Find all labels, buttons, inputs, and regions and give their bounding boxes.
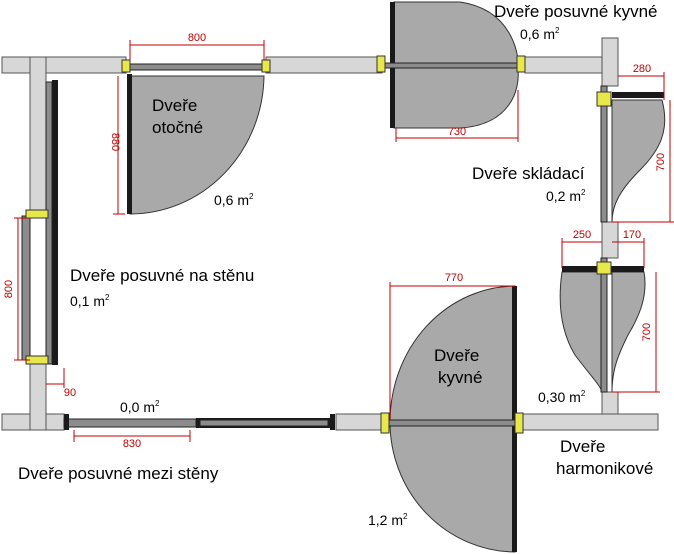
harmonikove-width-left-label: 250 [573,229,591,241]
walls [1,37,659,431]
otocne-hinge-right [261,59,271,73]
kyvne-rail [387,419,519,427]
mezi-steny-stop-left [64,414,69,430]
otocne-height-label: 880 [109,133,121,151]
posuvne-kyvne-rail [381,62,525,69]
posuvne-kyvne-area-label: 0,6 m2 [520,26,560,42]
otocne-hinge-left [121,59,131,73]
harmonikove-hinge [596,261,612,275]
door-skladaci: 280 700 Dveře skládací 0,2 m2 [472,63,674,223]
door-harmonikove: 250 170 700 0,30 m2 Dveře harmonikové [538,229,660,478]
skladaci-title: Dveře skládací [472,164,585,183]
otocne-title-line1: Dveře [152,96,197,115]
posuvne-kyvne-width-label: 730 [448,126,466,138]
harmonikove-width-right-label: 170 [623,229,641,241]
otocne-frame-rail [125,63,267,71]
door-posuvne-na-stenu: 800 90 Dveře posuvné na stěnu 0,1 m2 [3,80,254,399]
harmonikove-swing-right [611,271,646,393]
na-stenu-panel [45,81,53,365]
kyvne-title-line1: Dveře [434,346,479,365]
skladaci-hinge [596,91,612,107]
posuvne-kyvne-hinge-left [376,55,386,73]
mezi-steny-area-label: 0,0 m2 [120,399,160,415]
otocne-area-label: 0,6 m2 [214,192,254,208]
wall-right-upper [601,37,619,87]
wall-left-lower [29,359,47,431]
skladaci-track [600,85,608,223]
skladaci-swing-area [611,99,666,223]
na-stenu-hinge-top [25,209,49,219]
kyvne-area-label: 1,2 m2 [368,512,408,528]
harmonikove-swing-left [559,271,603,393]
kyvne-title-line2: kyvné [438,368,482,387]
na-stenu-title: Dveře posuvné na stěnu [70,266,254,285]
na-stenu-offset-label: 90 [64,387,76,399]
wall-right-middle [601,221,619,259]
wall-top-middle [265,56,383,74]
na-stenu-door-leaf [52,80,58,365]
door-otocne: 800 880 Dveře otočné 0,6 m2 [109,32,271,215]
kyvne-hinge-left [380,412,390,434]
kyvne-width-label: 770 [445,272,463,284]
wall-top-left [1,56,127,74]
skladaci-width-label: 280 [633,63,651,75]
harmonikove-title-line2: harmonikové [556,459,653,478]
posuvne-kyvne-title: Dveře posuvné kyvné [494,2,657,21]
wall-top-right [524,56,603,74]
otocne-width-label: 800 [188,32,206,44]
mezi-steny-width-label: 830 [123,438,141,450]
na-stenu-height-label: 800 [3,280,15,298]
skladaci-area-label: 0,2 m2 [546,188,586,204]
na-stenu-area-label: 0,1 m2 [70,293,110,309]
harmonikove-title-line1: Dveře [560,437,605,456]
mezi-steny-title: Dveře posuvné mezi stěny [18,464,219,483]
kyvne-swing-area [389,285,516,553]
wall-bottom-right [521,413,659,431]
kyvne-hinge-right [514,412,524,434]
posuvne-kyvne-hinge-right [516,55,526,73]
harmonikove-track [600,257,608,393]
harmonikove-height-label: 700 [641,323,653,341]
mezi-steny-leaf-right-inner [199,419,329,427]
harmonikove-area-label: 0,30 m2 [538,389,586,405]
na-stenu-track [21,215,31,361]
wall-left-upper [29,56,47,216]
otocne-swing-area [129,75,265,215]
mezi-steny-stop-right [330,414,335,430]
door-kyvne: 770 Dveře kyvné 1,2 m2 [368,272,524,553]
otocne-door-leaf [127,74,132,214]
skladaci-height-label: 700 [655,153,667,171]
mezi-steny-leaf-left [63,418,197,428]
skladaci-folded-panel [612,92,664,98]
door-posuvne-kyvne: 730 Dveře posuvné kyvné 0,6 m2 [376,1,657,142]
wall-bottom-middle [335,413,385,431]
otocne-title-line2: otočné [152,118,203,137]
door-posuvne-mezi-steny: 830 0,0 m2 Dveře posuvné mezi stěny [18,399,335,483]
